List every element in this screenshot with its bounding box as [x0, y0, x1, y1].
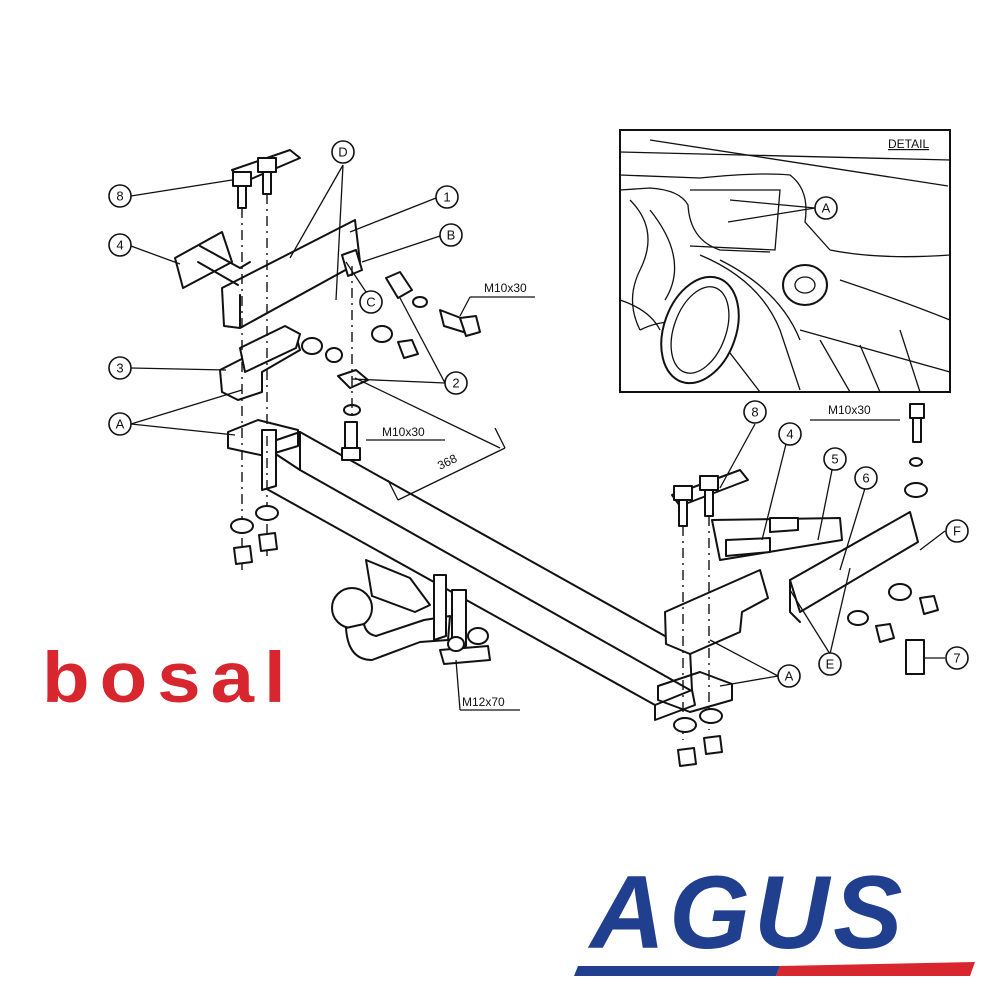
svg-text:4: 4 — [116, 238, 123, 253]
svg-text:F: F — [953, 524, 961, 539]
callout-8-right: 8 — [743, 400, 767, 424]
dim-bolt-top: M10x30 — [484, 281, 527, 295]
callout-4-right: 4 — [778, 422, 802, 446]
svg-text:E: E — [826, 657, 835, 672]
dim-bolt-right: M10x30 — [828, 403, 871, 417]
dimension-lines — [354, 296, 900, 711]
agus-stripe-blue — [574, 966, 780, 976]
detail-callout-a: A — [822, 201, 831, 216]
svg-text:1: 1 — [443, 190, 450, 205]
agus-wordmark: AGUS — [587, 855, 906, 971]
svg-text:A: A — [116, 417, 125, 432]
left-bracket — [219, 325, 301, 491]
leader-lines — [130, 164, 946, 687]
callout-8-left: 8 — [108, 184, 132, 208]
svg-text:4: 4 — [786, 427, 793, 442]
upper-mounting-plate — [174, 219, 361, 329]
callout-7: 7 — [945, 646, 969, 670]
svg-text:B: B — [447, 228, 456, 243]
svg-text:C: C — [366, 295, 375, 310]
middle-fasteners — [301, 249, 481, 461]
callout-3: 3 — [108, 356, 132, 380]
callout-c: C — [359, 290, 383, 314]
top-bolt-group — [231, 149, 301, 570]
right-bracket-assembly — [664, 403, 939, 767]
tow-ball-assembly — [331, 559, 491, 665]
callout-a-left: A — [108, 412, 132, 436]
callout-2: 2 — [444, 371, 468, 395]
svg-text:D: D — [338, 145, 347, 160]
callout-1: 1 — [435, 185, 459, 209]
svg-text:2: 2 — [452, 376, 459, 391]
detail-title: DETAIL — [888, 137, 929, 151]
agus-stripe-red — [776, 962, 975, 976]
dim-bolt-mid: M10x30 — [382, 425, 425, 439]
lower-left-fasteners — [230, 505, 279, 565]
svg-text:6: 6 — [862, 471, 869, 486]
detail-inset: DETAIL A — [619, 129, 951, 393]
callout-5: 5 — [823, 447, 847, 471]
callout-a-right: A — [777, 664, 801, 688]
svg-text:A: A — [785, 669, 794, 684]
svg-text:8: 8 — [116, 189, 123, 204]
callout-b: B — [439, 223, 463, 247]
callout-f: F — [945, 519, 969, 543]
callout-d: D — [331, 140, 355, 164]
main-crossbar — [227, 419, 733, 721]
dim-length: 368 — [435, 451, 459, 473]
svg-text:5: 5 — [831, 452, 838, 467]
callout-6: 6 — [854, 466, 878, 490]
svg-text:7: 7 — [953, 651, 960, 666]
agus-logo: AGUS — [574, 855, 975, 976]
svg-text:3: 3 — [116, 361, 123, 376]
callout-4-left: 4 — [108, 233, 132, 257]
bosal-logo: bosal — [42, 637, 296, 717]
dim-bolt-ball: M12x70 — [462, 695, 505, 709]
bosal-wordmark: bosal — [42, 637, 296, 717]
svg-text:8: 8 — [751, 405, 758, 420]
callout-e: E — [818, 652, 842, 676]
